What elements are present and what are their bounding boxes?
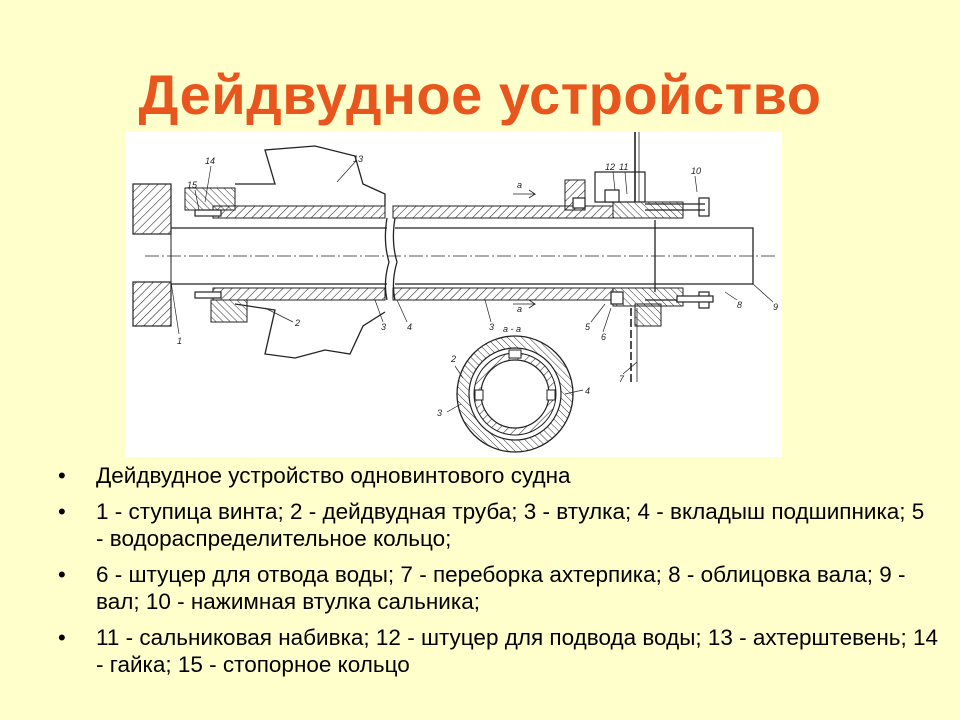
callout-2: 2 bbox=[294, 318, 300, 328]
callout-15: 15 bbox=[187, 180, 198, 190]
bullet-icon: • bbox=[58, 562, 66, 587]
section-mark: а - а bbox=[503, 324, 521, 334]
section-callout-4: 4 bbox=[585, 386, 590, 396]
caption-item: •11 - сальниковая набивка; 12 - штуцер д… bbox=[58, 625, 938, 677]
callout-8: 8 bbox=[737, 300, 742, 310]
stern-tube-svg: 1 2 3 4 3 5 6 7 8 9 10 11 12 13 14 15 2 … bbox=[132, 132, 778, 453]
caption-item: •1 - ступица винта; 2 - дейдвудная труба… bbox=[58, 499, 925, 551]
callout-14: 14 bbox=[205, 156, 215, 166]
callout-5: 5 bbox=[585, 322, 591, 332]
caption-item: •Дейдвудное устройство одновинтового суд… bbox=[58, 463, 571, 488]
cross-section-a-a bbox=[456, 335, 574, 453]
stern-tube-drawing: 1 2 3 4 3 5 6 7 8 9 10 11 12 13 14 15 2 … bbox=[125, 132, 782, 457]
section-callout-2: 2 bbox=[450, 354, 456, 364]
bullet-icon: • bbox=[58, 625, 66, 650]
propeller-hub bbox=[132, 183, 172, 327]
callout-10: 10 bbox=[691, 166, 701, 176]
callout-6: 6 bbox=[601, 332, 606, 342]
shaft bbox=[145, 217, 775, 301]
bolts bbox=[194, 189, 714, 305]
caption-item: •6 - штуцер для отвода воды; 7 - перебор… bbox=[58, 562, 906, 614]
section-arrows bbox=[513, 189, 537, 309]
callout-11: 11 bbox=[619, 162, 628, 172]
callout-4: 4 bbox=[407, 322, 412, 332]
slide-title: Дейдвудное устройство bbox=[138, 63, 822, 126]
callout-12: 12 bbox=[605, 162, 615, 172]
section-callout-3: 3 bbox=[437, 408, 442, 418]
callout-7: 7 bbox=[619, 374, 625, 384]
section-arrow-mark-top: а bbox=[517, 180, 522, 190]
section-arrow-mark-bottom: а bbox=[517, 304, 522, 314]
leader-lines bbox=[170, 161, 774, 413]
callout-3b: 3 bbox=[489, 322, 494, 332]
callout-labels: 1 2 3 4 3 5 6 7 8 9 10 11 12 13 14 15 2 … bbox=[177, 154, 778, 418]
sternpost bbox=[234, 145, 386, 359]
callout-3: 3 bbox=[381, 322, 386, 332]
callout-9: 9 bbox=[773, 302, 778, 312]
callout-1: 1 bbox=[177, 336, 182, 346]
bullet-icon: • bbox=[58, 499, 66, 524]
caption-list: •Дейдвудное устройство одновинтового суд… bbox=[58, 462, 938, 687]
bullet-icon: • bbox=[58, 463, 66, 488]
callout-13: 13 bbox=[353, 154, 363, 164]
